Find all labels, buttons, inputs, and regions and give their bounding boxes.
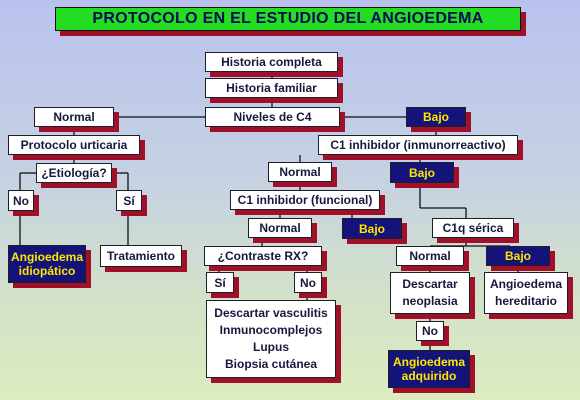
node-si-etiologia: Sí	[116, 190, 142, 211]
node-si-rx: Sí	[206, 272, 234, 293]
node-no-rx: No	[294, 272, 322, 293]
node-angioedema-idiopatico: Angioedema idiopático	[8, 245, 86, 283]
node-bajo-inmuno: Bajo	[390, 162, 454, 183]
diagram-title: PROTOCOLO EN EL ESTUDIO DEL ANGIOEDEMA	[55, 7, 521, 31]
node-normal-c4: Normal	[34, 107, 114, 127]
node-angioedema-adquirido: Angioedema adquirido	[388, 350, 470, 388]
node-c1-funcional: C1 inhibidor (funcional)	[230, 190, 380, 210]
node-normal-c1q: Normal	[396, 246, 464, 266]
node-bajo-funcional: Bajo	[342, 218, 402, 239]
node-historia-completa: Historia completa	[205, 52, 338, 72]
node-contraste-rx: ¿Contraste RX?	[204, 246, 322, 266]
node-protocolo-urticaria: Protocolo urticaria	[8, 135, 140, 155]
node-historia-familiar: Historia familiar	[205, 78, 338, 98]
node-normal-funcional: Normal	[248, 218, 312, 238]
node-angioedema-hereditario: Angioedema hereditario	[484, 272, 568, 314]
node-c1q-serica: C1q sérica	[432, 218, 514, 238]
node-bajo-c1q: Bajo	[486, 246, 550, 266]
node-no-etiologia: No	[8, 190, 34, 211]
node-etiologia: ¿Etiología?	[36, 163, 112, 183]
node-descartar-vasculitis: Descartar vasculitis Inmunocomplejos Lup…	[206, 300, 336, 378]
node-c1-inmunorreactivo: C1 inhibidor (inmunorreactivo)	[318, 135, 518, 155]
node-tratamiento: Tratamiento	[100, 245, 182, 267]
node-descartar-neoplasia: Descartar neoplasia	[390, 272, 470, 314]
node-no-neoplasia: No	[416, 321, 444, 341]
node-normal-inmuno: Normal	[268, 162, 332, 182]
node-bajo-c4: Bajo	[406, 107, 466, 127]
node-niveles-c4: Niveles de C4	[205, 107, 340, 127]
